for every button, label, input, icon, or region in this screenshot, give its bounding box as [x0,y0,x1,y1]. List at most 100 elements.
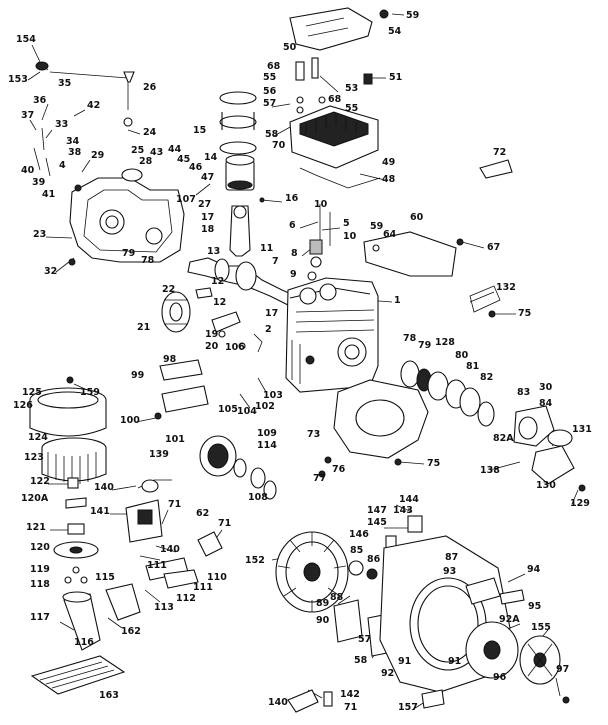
seal-rings [400,360,495,427]
part-callout: 92 [381,668,394,679]
part-callout: 101 [165,434,185,445]
part-callout: 70 [272,140,286,151]
part-callout: 140 [268,697,288,708]
part-callout: 129 [570,498,590,509]
flywheel-gear [161,291,191,333]
blower-housing [333,379,429,459]
part-callout: 78 [403,333,417,344]
part-callout: 138 [480,465,500,476]
part-callout: 106 [225,342,245,353]
part-callout: 94 [527,564,541,575]
part-callout: 120A [21,493,49,504]
part-callout: 109 [257,428,277,439]
part-callout: 11 [260,243,273,254]
valve-cover [289,96,381,189]
part-callout: 30 [539,382,553,393]
part-callout: 140 [160,544,180,555]
part-callout: 59 [370,221,383,232]
part-callout: 75 [518,308,531,319]
part-callout: 96 [493,672,507,683]
part-callout: 73 [307,429,320,440]
part-callout: 142 [340,689,360,700]
part-callout: 34 [66,136,80,147]
air-cleaner [29,387,107,484]
part-callout: 43 [150,147,163,158]
starter-handle [287,689,445,713]
part-callout: 98 [163,354,177,365]
engine-block [285,277,379,393]
part-callout: 107 [176,194,196,205]
part-callout: 68 [267,61,281,72]
fasteners [66,9,586,704]
part-callout: 93 [443,566,456,577]
part-callout: 92A [499,614,520,625]
part-callout: 9 [290,269,297,280]
part-callout: 163 [99,690,119,701]
part-callout: 84 [539,398,553,409]
part-callout: 95 [528,601,541,612]
part-callout: 19 [205,329,218,340]
part-callout: 68 [328,94,342,105]
part-callout: 49 [382,157,395,168]
part-callout: 146 [349,529,369,540]
part-callout: 33 [55,119,68,130]
part-callout: 51 [389,72,402,83]
intake-elbow [62,583,141,651]
governor-linkage [139,531,223,589]
part-callout: 152 [245,555,265,566]
air-cleaner-parts [53,477,99,584]
baffle-plate [363,231,457,277]
part-callout: 71 [218,518,231,529]
part-callout: 60 [410,212,424,223]
part-callout: 153 [8,74,28,85]
part-callout: 78 [141,255,155,266]
flywheel [275,531,397,613]
part-callout: 24 [143,127,157,138]
part-callout: 2 [265,324,272,335]
part-callout: 99 [131,370,144,381]
part-callout: 116 [74,637,94,648]
part-callout: 105 [218,404,238,415]
part-callout: 56 [263,86,277,97]
part-callout: 18 [201,224,215,235]
part-callout: 89 [316,598,329,609]
part-callout: 111 [147,560,167,571]
part-callout: 26 [143,82,157,93]
part-callout: 14 [204,152,218,163]
part-callout: 77 [313,473,326,484]
part-callout: 72 [493,147,506,158]
part-callout: 118 [30,579,50,590]
part-callout: 67 [487,242,500,253]
part-callout: 130 [536,480,556,491]
part-callout: 108 [248,492,268,503]
part-callout: 112 [176,593,196,604]
part-callout: 82A [493,433,514,444]
part-callout: 32 [44,266,57,277]
part-callout: 55 [345,103,358,114]
part-callout: 7 [272,256,279,267]
part-callout: 47 [201,172,214,183]
part-callout: 113 [154,602,174,613]
owners-manual [30,655,126,695]
part-callout: 36 [33,95,47,106]
part-callout: 119 [30,564,50,575]
crankcase-cover [33,61,185,263]
part-callout: 28 [139,156,153,167]
part-callout: 48 [382,174,396,185]
part-callout: 10 [314,199,328,210]
part-callout: 88 [330,592,344,603]
part-callout: 104 [237,406,257,417]
part-callout: 157 [398,702,418,713]
part-callout: 141 [90,506,110,517]
part-callout: 57 [358,634,371,645]
part-callout: 27 [198,199,211,210]
part-callout: 90 [316,615,330,626]
part-callout: 110 [207,572,227,583]
part-callout: 39 [32,177,45,188]
part-callout: 145 [367,517,387,528]
part-callout: 100 [120,415,140,426]
part-callout: 91 [448,656,461,667]
part-callout: 79 [418,340,431,351]
